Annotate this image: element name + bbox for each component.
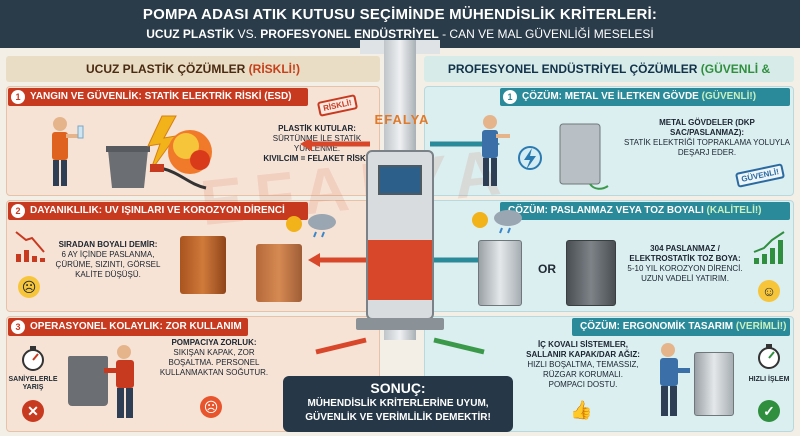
right-section-2-title-text: ÇÖZÜM: PASLANMAZ VEYA TOZ BOYALI <box>508 205 707 216</box>
sad-face-icon: ☹ <box>18 276 40 298</box>
thumbs-up-icon: 👍 <box>570 400 593 420</box>
left-section-2-text: SIRADAN BOYALI DEMİR: 6 AY İÇİNDE PASLAN… <box>54 240 162 280</box>
conclusion-line-1: MÜHENDİSLİK KRİTERLERİNE UYUM, <box>307 398 489 409</box>
right-section-2-tag: (KALİTELİ!) <box>706 205 762 216</box>
overflowing-bin-image <box>68 356 108 406</box>
right-section-3-text: İÇ KOVALI SİSTEMLER, SALLANIR KAPAK/DAR … <box>524 340 642 390</box>
right-section-1-body: STATİK ELEKTRİĞİ TOPRAKLAMA YOLUYLA DEŞA… <box>624 138 790 157</box>
left-column-heading: UCUZ PLASTİK ÇÖZÜMLER (RİSKLİ!) <box>6 56 380 82</box>
stopwatch-icon-right <box>758 344 780 369</box>
left-section-1-title-text: YANGIN VE GÜVENLİK: STATİK ELEKTRİK RİSK… <box>30 91 292 102</box>
rising-chart-icon <box>753 231 785 264</box>
comparison-arrows <box>300 140 500 355</box>
left-section-3-bold: POMPACIYA ZORLUK: <box>171 338 257 347</box>
right-section-1-title: 1 ÇÖZÜM: METAL VE İLETKEN GÖVDE (GÜVENLİ… <box>500 88 790 106</box>
subtitle-plastic: UCUZ PLASTİK <box>146 27 235 41</box>
stopwatch-icon <box>22 346 44 371</box>
left-section-1-text: PLASTİK KUTULAR: SÜRTÜNME İLE STATİK YÜK… <box>258 124 376 164</box>
subtitle-safety: - CAN VE MAL GÜVENLİĞİ MESELESİ <box>438 27 654 41</box>
left-section-1-warning: KIVILCIM = FELAKET RİSKİ! <box>263 154 371 163</box>
left-section-1-body: SÜRTÜNME İLE STATİK YÜKLENME. <box>272 134 362 153</box>
left-section-3-title-text: OPERASYONEL KOLAYLIK: ZOR KULLANIM <box>30 321 242 332</box>
left-section-1-title: 1 YANGIN VE GÜVENLİK: STATİK ELEKTRİK Rİ… <box>8 88 308 106</box>
right-section-3-tag: (VERİMLİ!) <box>735 321 787 332</box>
cross-mark-icon: ✕ <box>22 400 44 422</box>
right-section-1-bold: METAL GÖVDELER (DKP SAC/PASLANMAZ): <box>659 118 755 137</box>
declining-chart-icon <box>15 231 45 262</box>
happy-worker-illustration <box>660 343 690 416</box>
right-heading-text: PROFESYONEL ENDÜSTRİYEL ÇÖZÜMLER <box>447 62 701 76</box>
pump-base <box>356 318 444 330</box>
right-section-2-bold: 304 PASLANMAZ / ELEKTROSTATİK TOZ BOYA: <box>629 244 741 263</box>
conclusion-line-2: GÜVENLİK VE VERİMLİLİK DEMEKTİR! <box>305 412 491 423</box>
ergonomic-bin-image <box>694 352 734 416</box>
grounding-scene-illustration <box>482 115 609 190</box>
page-title: POMPA ADASI ATIK KUTUSU SEÇİMİNDE MÜHEND… <box>142 6 658 23</box>
right-section-1-title-text: ÇÖZÜM: METAL VE İLETKEN GÖVDE <box>522 91 702 102</box>
check-mark-icon: ✓ <box>758 400 780 422</box>
left-section-2-body: 6 AY İÇİNDE PASLANMA, ÇÜRÜME, SIZINTI, G… <box>55 250 161 279</box>
left-section-2-title: 2 DAYANIKLILIK: UV IŞINLARI VE KOROZYON … <box>8 202 308 220</box>
conclusion-title: SONUÇ: <box>370 380 426 396</box>
pump-display <box>378 165 422 195</box>
right-section-1-tag: (GÜVENLİ!) <box>701 91 757 102</box>
brand-logo: EFALYA <box>374 112 430 127</box>
left-heading-text: UCUZ PLASTİK ÇÖZÜMLER <box>86 62 249 76</box>
left-section-3-number: 3 <box>11 320 25 334</box>
right-section-3-title-text: ÇÖZÜM: ERGONOMİK TASARIM <box>580 321 736 332</box>
stainless-bin-image <box>478 240 522 306</box>
conclusion-box: SONUÇ: MÜHENDİSLİK KRİTERLERİNE UYUM, GÜ… <box>283 376 513 432</box>
or-label: OR <box>538 262 556 276</box>
left-section-3-text: POMPACIYA ZORLUK: SIKIŞAN KAPAK, ZOR BOŞ… <box>150 338 278 378</box>
right-section-3-body: HIZLI BOŞALTMA, TEMASSIZ, RÜZGAR KORUMAL… <box>527 360 639 389</box>
right-section-3-title: ÇÖZÜM: ERGONOMİK TASARIM (VERİMLİ!) <box>572 318 790 336</box>
left-section-1-bold: PLASTİK KUTULAR: <box>278 124 356 133</box>
pump-red-panel <box>368 240 432 300</box>
left-section-2-bold: SIRADAN BOYALI DEMİR: <box>58 240 158 249</box>
right-section-3-bold: İÇ KOVALI SİSTEMLER, SALLANIR KAPAK/DAR … <box>526 340 640 359</box>
left-heading-tag: (RİSKLİ!) <box>248 62 300 76</box>
left-side-label: SANİYELERLE YARIŞ <box>8 376 58 391</box>
left-section-2-number: 2 <box>11 204 25 218</box>
subtitle-vs: VS. <box>234 27 261 41</box>
right-section-2-text: 304 PASLANMAZ / ELEKTROSTATİK TOZ BOYA: … <box>622 244 748 284</box>
happy-face-icon: ☺ <box>758 280 780 302</box>
page-subtitle: UCUZ PLASTİK VS. PROFESYONEL ENDÜSTRİYEL… <box>0 27 800 41</box>
sun-rain-icon <box>286 214 336 238</box>
powder-coated-bin-image <box>566 240 616 306</box>
subtitle-industrial: PROFESYONEL ENDÜSTRİYEL <box>260 27 439 41</box>
left-section-1-number: 1 <box>11 90 25 104</box>
right-section-2-body: 5-10 YIL KOROZYON DİRENCİ. UZUN VADELİ Y… <box>627 264 743 283</box>
left-section-3-title: 3 OPERASYONEL KOLAYLIK: ZOR KULLANIM <box>8 318 248 336</box>
right-column-heading: PROFESYONEL ENDÜSTRİYEL ÇÖZÜMLER (GÜVENL… <box>424 56 794 102</box>
rusty-bin-image <box>180 236 226 294</box>
right-section-2-title: ÇÖZÜM: PASLANMAZ VEYA TOZ BOYALI (KALİTE… <box>500 202 790 220</box>
sun-rain-icon-right <box>472 210 522 234</box>
corroded-bin-image <box>256 244 302 302</box>
left-section-3-body: SIKIŞAN KAPAK, ZOR BOŞALTMA. PERSONEL KU… <box>159 348 269 377</box>
angry-face-icon: ☹ <box>200 396 222 418</box>
left-section-2-title-text: DAYANIKLILIK: UV IŞINLARI VE KOROZYON Dİ… <box>30 205 285 216</box>
fire-scene-illustration <box>52 115 212 190</box>
right-section-1-text: METAL GÖVDELER (DKP SAC/PASLANMAZ): STAT… <box>622 118 792 158</box>
right-section-1-number: 1 <box>503 90 517 104</box>
right-side-label: HIZLI İŞLEM <box>748 376 790 383</box>
struggling-worker-illustration <box>104 345 134 418</box>
